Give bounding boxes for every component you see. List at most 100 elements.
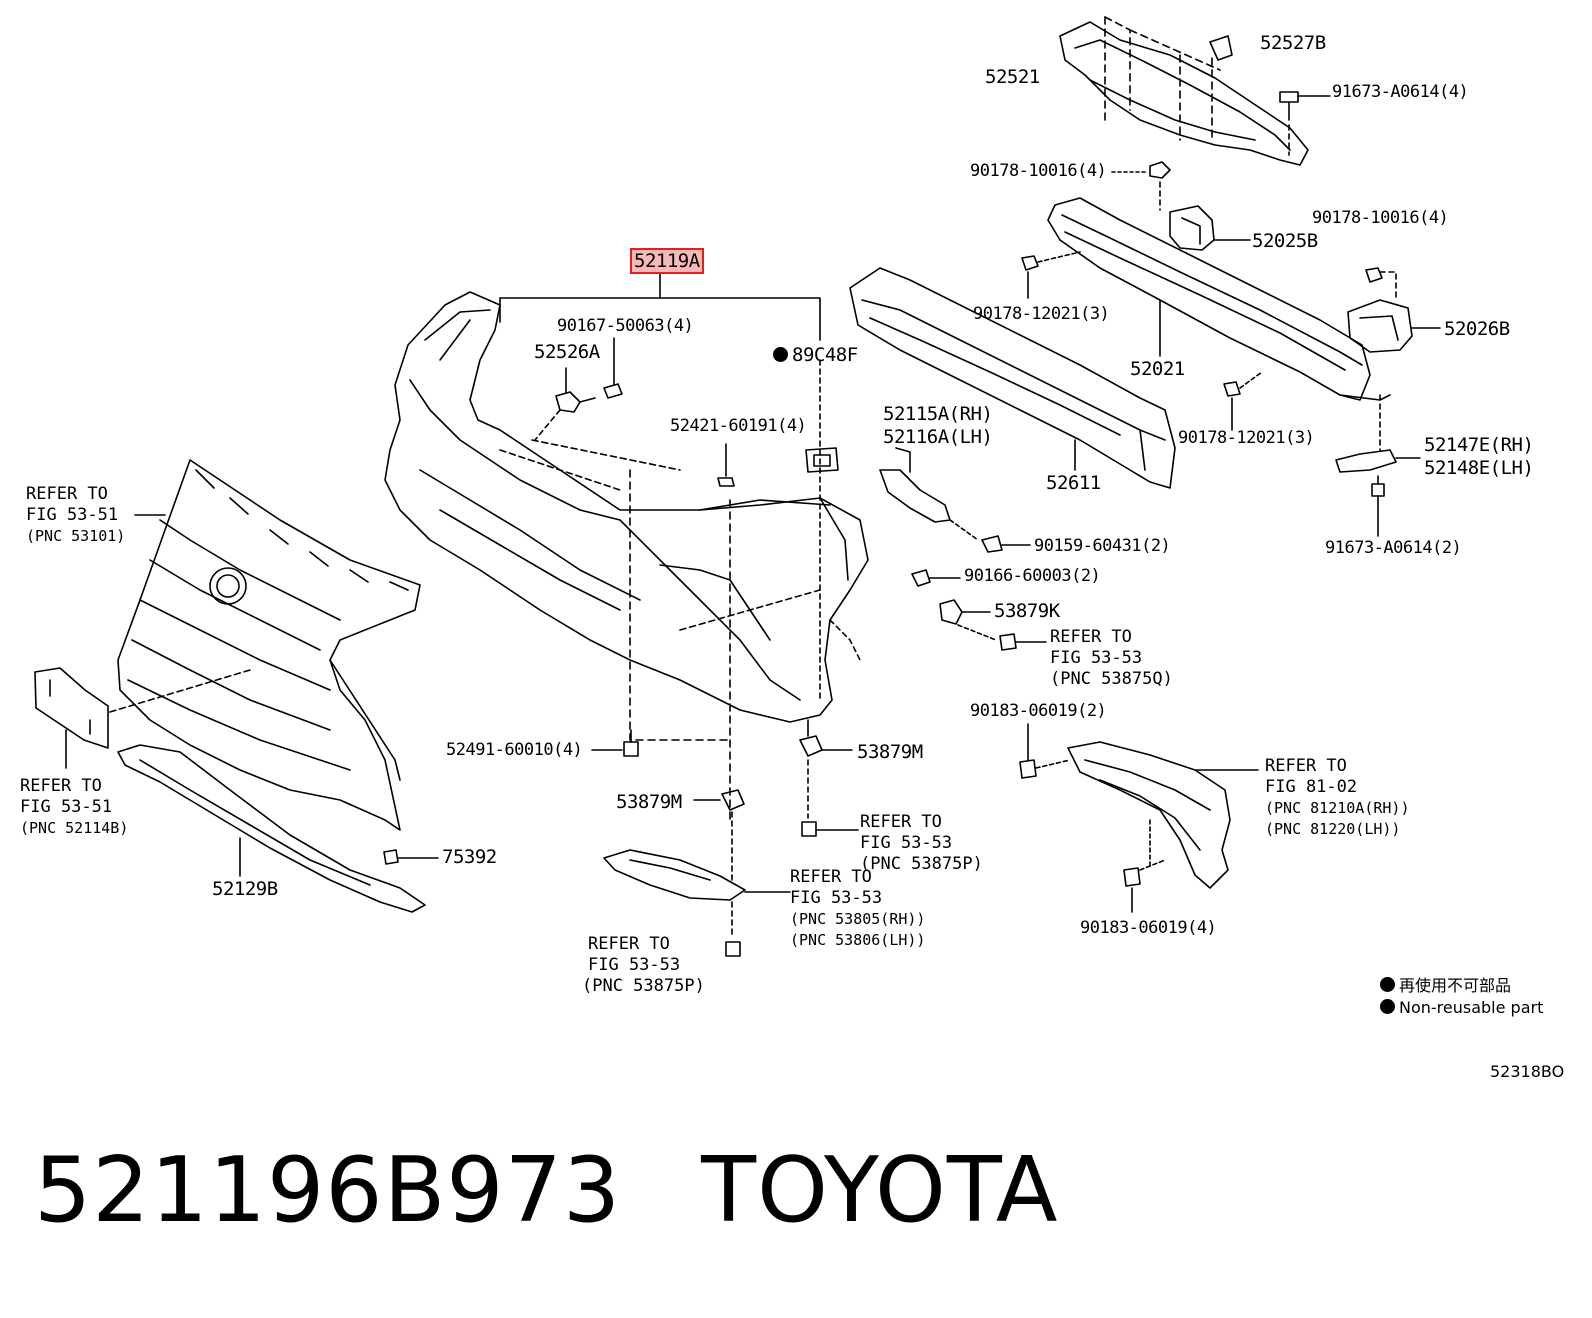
refer-53875P-right-line1: REFER TO bbox=[860, 812, 942, 832]
refer-81-02-line3: (PNC 81210A(RH)) bbox=[1265, 799, 1410, 817]
bumper-reinforcement-52021 bbox=[1047, 197, 1391, 401]
label-52148E: 52148E(LH) bbox=[1424, 457, 1534, 479]
label-89C48F: 89C48F bbox=[773, 346, 858, 365]
label-53879M-right: 53879M bbox=[857, 741, 923, 763]
label-53879K: 53879K bbox=[994, 600, 1060, 622]
refer-53875Q: REFER TO FIG 53-53 (PNC 53875Q) bbox=[1050, 627, 1173, 690]
label-90167: 90167-50063(4) bbox=[557, 316, 694, 336]
refer-53875Q-line2: FIG 53-53 bbox=[1050, 648, 1143, 668]
radiator-grille bbox=[117, 459, 421, 831]
label-52611: 52611 bbox=[1046, 472, 1101, 494]
label-52526A: 52526A bbox=[534, 341, 600, 363]
refer-81-02: REFER TO FIG 81-02 (PNC 81210A(RH)) (PNC… bbox=[1265, 756, 1410, 840]
refer-52114B-line1: REFER TO bbox=[20, 776, 102, 796]
refer-53805: REFER TO FIG 53-53 (PNC 53805(RH)) (PNC … bbox=[790, 867, 925, 951]
bolt-52491 bbox=[591, 729, 639, 757]
refer-53875P-left-line2: FIG 53-53 bbox=[588, 955, 681, 975]
bolt-91673-top bbox=[1279, 91, 1331, 156]
label-52521: 52521 bbox=[985, 66, 1040, 88]
label-90178-10016-left: 90178-10016(4) bbox=[970, 161, 1107, 181]
refer-53875P-right-line3: (PNC 53875P) bbox=[860, 854, 983, 874]
label-91673-bottom: 91673-A0614(2) bbox=[1325, 538, 1462, 558]
nut-52421 bbox=[717, 443, 735, 487]
screw-90167 bbox=[603, 337, 623, 399]
refer-53805-line1: REFER TO bbox=[790, 867, 872, 887]
refer-53805-line2: FIG 53-53 bbox=[790, 888, 883, 908]
bracket-52115A bbox=[879, 447, 1031, 553]
energy-absorber-52611 bbox=[849, 267, 1176, 489]
refer-53875P-left-line1: REFER TO bbox=[588, 934, 670, 954]
label-90178-12021-top: 90178-12021(3) bbox=[973, 304, 1110, 324]
refer-53875Q-line3: (PNC 53875Q) bbox=[1050, 669, 1173, 689]
refer-52114B: REFER TO FIG 53-51 (PNC 52114B) bbox=[20, 776, 128, 839]
label-52129B: 52129B bbox=[212, 878, 278, 900]
label-52421: 52421-60191(4) bbox=[670, 416, 807, 436]
refer-53101-line2: FIG 53-51 bbox=[26, 505, 119, 525]
label-90178-10016-right: 90178-10016(4) bbox=[1312, 208, 1449, 228]
refer-52114B-line3: (PNC 52114B) bbox=[20, 819, 129, 837]
label-52491: 52491-60010(4) bbox=[446, 740, 583, 760]
clip-90166 bbox=[911, 569, 961, 587]
refer-53805-line4: (PNC 53806(LH)) bbox=[790, 931, 926, 949]
label-52116A: 52116A(LH) bbox=[883, 426, 993, 448]
nut-90178-top bbox=[1111, 161, 1171, 211]
refer-52114B-line2: FIG 53-51 bbox=[20, 797, 113, 817]
retainer-53879M-left bbox=[693, 789, 745, 881]
refer-53875P-right-line2: FIG 53-53 bbox=[860, 833, 953, 853]
bracket-89C48F bbox=[805, 447, 839, 473]
label-90166: 90166-60003(2) bbox=[964, 566, 1101, 586]
legend-en: Non-reusable part bbox=[1380, 998, 1543, 1017]
label-90159: 90159-60431(2) bbox=[1034, 536, 1171, 556]
bracket-52147E bbox=[1335, 394, 1421, 537]
label-75392: 75392 bbox=[442, 846, 497, 868]
refer-53101: REFER TO FIG 53-51 (PNC 53101) bbox=[26, 484, 125, 547]
label-52026B: 52026B bbox=[1444, 318, 1510, 340]
bracket-52025B bbox=[1169, 205, 1251, 251]
label-91673-top: 91673-A0614(4) bbox=[1332, 82, 1469, 102]
refer-53875P-left: REFER TO FIG 53-53 (PNC 53875P) bbox=[582, 934, 705, 997]
highlighted-part-52119A: 52119A bbox=[630, 248, 704, 274]
lower-cover-52129B bbox=[117, 744, 439, 913]
license-bracket-52114B bbox=[34, 667, 251, 769]
label-89C48F-text: 89C48F bbox=[792, 344, 858, 366]
label-90183-top: 90183-06019(2) bbox=[970, 701, 1107, 721]
legend-dot-icon bbox=[1380, 977, 1395, 992]
upper-support-drawing bbox=[1059, 16, 1309, 166]
retainer-53879K bbox=[939, 599, 1047, 651]
nut-90178-12021-bottom bbox=[1223, 371, 1263, 431]
label-52021: 52021 bbox=[1130, 358, 1185, 380]
label-52115A: 52115A(RH) bbox=[883, 403, 993, 425]
label-52147E: 52147E(RH) bbox=[1424, 434, 1534, 456]
refer-53875Q-line1: REFER TO bbox=[1050, 627, 1132, 647]
non-reusable-dot-icon bbox=[773, 347, 788, 362]
refer-53875P-left-line3: (PNC 53875P) bbox=[582, 976, 705, 996]
part-number: 521196B973 bbox=[34, 1138, 622, 1243]
label-52527B: 52527B bbox=[1260, 32, 1326, 54]
refer-81-02-line1: REFER TO bbox=[1265, 756, 1347, 776]
refer-53875P-right: REFER TO FIG 53-53 (PNC 53875P) bbox=[860, 812, 983, 875]
figure-code: 52318BO bbox=[1490, 1062, 1565, 1081]
fog-lamp-bracket bbox=[1019, 723, 1259, 913]
legend-dot-icon bbox=[1380, 999, 1395, 1014]
label-53879M-left: 53879M bbox=[616, 791, 682, 813]
bumper-cover-52119A bbox=[384, 273, 869, 821]
footer-title: 521196B973 TOYOTA bbox=[34, 1138, 1058, 1243]
bracket-52026B bbox=[1347, 267, 1441, 353]
retainer-53879M-right bbox=[799, 719, 859, 837]
nut-90178-12021-top bbox=[1021, 251, 1081, 299]
under-cover-53805 bbox=[603, 849, 791, 957]
clip-52526A bbox=[534, 367, 596, 441]
refer-53805-line3: (PNC 53805(RH)) bbox=[790, 910, 926, 928]
label-90183-bottom: 90183-06019(4) bbox=[1080, 918, 1217, 938]
refer-81-02-line2: FIG 81-02 bbox=[1265, 777, 1358, 797]
label-52025B: 52025B bbox=[1252, 230, 1318, 252]
brand-name: TOYOTA bbox=[701, 1138, 1059, 1243]
legend-jp: 再使用不可部品 bbox=[1380, 972, 1511, 996]
refer-81-02-line4: (PNC 81220(LH)) bbox=[1265, 820, 1401, 838]
legend-jp-text: 再使用不可部品 bbox=[1399, 976, 1512, 995]
label-52119A: 52119A bbox=[630, 248, 704, 274]
label-90178-12021-bottom: 90178-12021(3) bbox=[1178, 428, 1315, 448]
refer-53101-line3: (PNC 53101) bbox=[26, 527, 126, 545]
refer-53101-line1: REFER TO bbox=[26, 484, 108, 504]
